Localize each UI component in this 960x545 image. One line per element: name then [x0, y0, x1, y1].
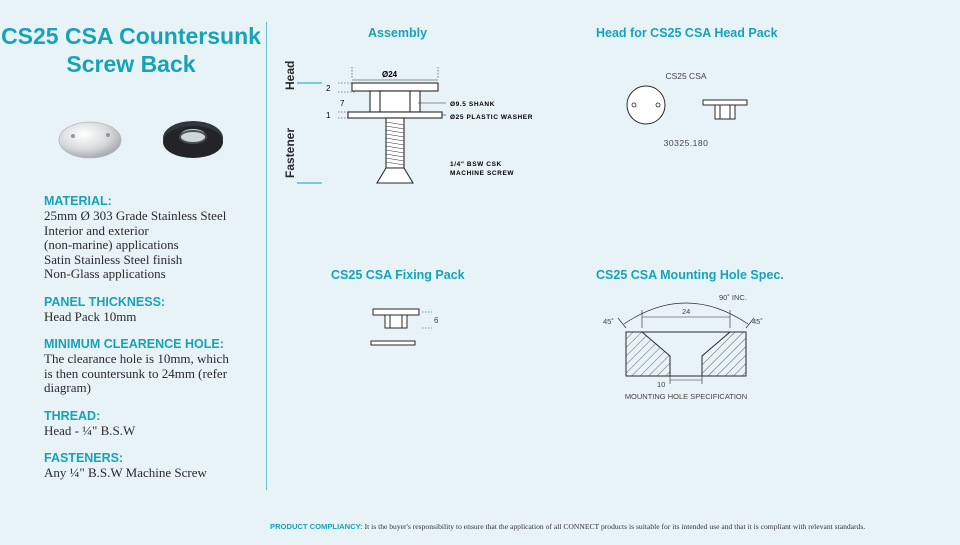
mounting-title: CS25 CSA Mounting Hole Spec. — [596, 268, 784, 282]
fixing-flange — [372, 308, 420, 316]
washer-label: Ø25 PLASTIC WASHER — [450, 114, 533, 121]
head-pack-label: CS25 CSA — [665, 71, 706, 81]
title-line-2: Screw Back — [66, 51, 196, 77]
angle-right-label: 45˚ — [752, 317, 763, 326]
column-divider — [266, 22, 267, 490]
head-shank — [379, 90, 411, 113]
head-pack-code: 30325.180 — [664, 138, 709, 148]
assembly-diagram: Head Fastener 2 7 1 Ø24 Ø9.5 SHANK Ø25 P… — [283, 61, 533, 184]
head-side-view — [702, 99, 748, 120]
fixing-washer — [370, 340, 416, 346]
head-pack-diagram: CS25 CSA 30325.180 — [626, 71, 748, 148]
spec-line: (non-marine) applications — [44, 237, 179, 252]
footer-label: PRODUCT COMPLIANCY: — [270, 522, 363, 531]
head-top-view — [626, 85, 666, 125]
spec-section: FASTENERS:Any ¼" B.S.W Machine Screw — [44, 451, 259, 481]
plastic-washer-photo — [163, 121, 223, 158]
angle-left-label: 45˚ — [603, 317, 614, 326]
dim-2: 2 — [326, 84, 331, 93]
panel-section-left — [625, 331, 671, 377]
plastic-washer — [347, 111, 443, 119]
spec-heading: MINIMUM CLEARENCE HOLE: — [44, 337, 224, 351]
spec-section: THREAD:Head - ¼" B.S.W — [44, 409, 259, 439]
head-label: Head — [283, 61, 297, 90]
spec-line: Non-Glass applications — [44, 266, 166, 281]
panel-section-right — [701, 331, 747, 377]
fastener-label: Fastener — [283, 128, 297, 178]
screw-head — [376, 167, 414, 184]
dim-10-label: 10 — [657, 380, 665, 389]
assembly-title: Assembly — [368, 26, 428, 40]
screw-label-line-1: 1/4" BSW CSK — [450, 161, 502, 168]
fixing-dim-6: 6 — [434, 316, 439, 325]
angle-inc-label: 90˚ INC. — [719, 293, 747, 302]
shank-label: Ø9.5 SHANK — [450, 101, 495, 108]
spec-line: Satin Stainless Steel finish — [44, 251, 183, 267]
spec-line: Head Pack 10mm — [44, 308, 137, 324]
spec-heading: MATERIAL: — [44, 194, 112, 208]
spec-line: Interior and exterior — [44, 222, 149, 238]
spec-line: Any ¼" B.S.W Machine Screw — [44, 465, 207, 480]
head-flange — [351, 82, 439, 92]
product-compliancy-footer: PRODUCT COMPLIANCY: It is the buyer's re… — [270, 522, 950, 531]
dim-1: 1 — [326, 111, 331, 120]
spec-line: Head - ¼" B.S.W — [44, 422, 136, 438]
stainless-head-photo — [58, 121, 122, 159]
dim-7: 7 — [340, 99, 345, 108]
spec-line: 25mm Ø 303 Grade Stainless Steel — [44, 208, 227, 223]
product-photos — [58, 121, 223, 159]
spec-line: The clearance hole is 10mm, which — [44, 351, 229, 366]
mounting-caption: MOUNTING HOLE SPECIFICATION — [625, 392, 747, 401]
spec-heading: THREAD: — [44, 408, 101, 423]
title-line-1: CS25 CSA Countersunk — [1, 23, 261, 49]
fixing-pack-title: CS25 CSA Fixing Pack — [331, 268, 465, 282]
spec-line: is then countersunk to 24mm (refer — [44, 365, 228, 381]
spec-section: PANEL THICKNESS:Head Pack 10mm — [44, 295, 259, 325]
footer-text: It is the buyer's responsibility to ensu… — [364, 522, 866, 531]
specification-list: MATERIAL:25mm Ø 303 Grade Stainless Stee… — [44, 194, 259, 494]
diameter-24-label: Ø24 — [382, 70, 398, 79]
fixing-pack-diagram: 6 — [370, 308, 439, 346]
spec-line: diagram) — [44, 380, 91, 395]
spec-heading: FASTENERS: — [44, 451, 124, 465]
head-pack-title: Head for CS25 CSA Head Pack — [596, 26, 778, 40]
dim-24-label: 24 — [682, 307, 690, 316]
page-title: CS25 CSA Countersunk Screw Back — [0, 22, 262, 78]
spec-heading: PANEL THICKNESS: — [44, 294, 166, 309]
spec-section: MINIMUM CLEARENCE HOLE:The clearance hol… — [44, 337, 259, 396]
spec-section: MATERIAL:25mm Ø 303 Grade Stainless Stee… — [44, 194, 259, 282]
mounting-hole-diagram: 90˚ INC. 45˚ 45˚ 24 10 MOUNTING HOLE SPE… — [603, 293, 763, 401]
screw-label-line-2: MACHINE SCREW — [450, 170, 514, 177]
